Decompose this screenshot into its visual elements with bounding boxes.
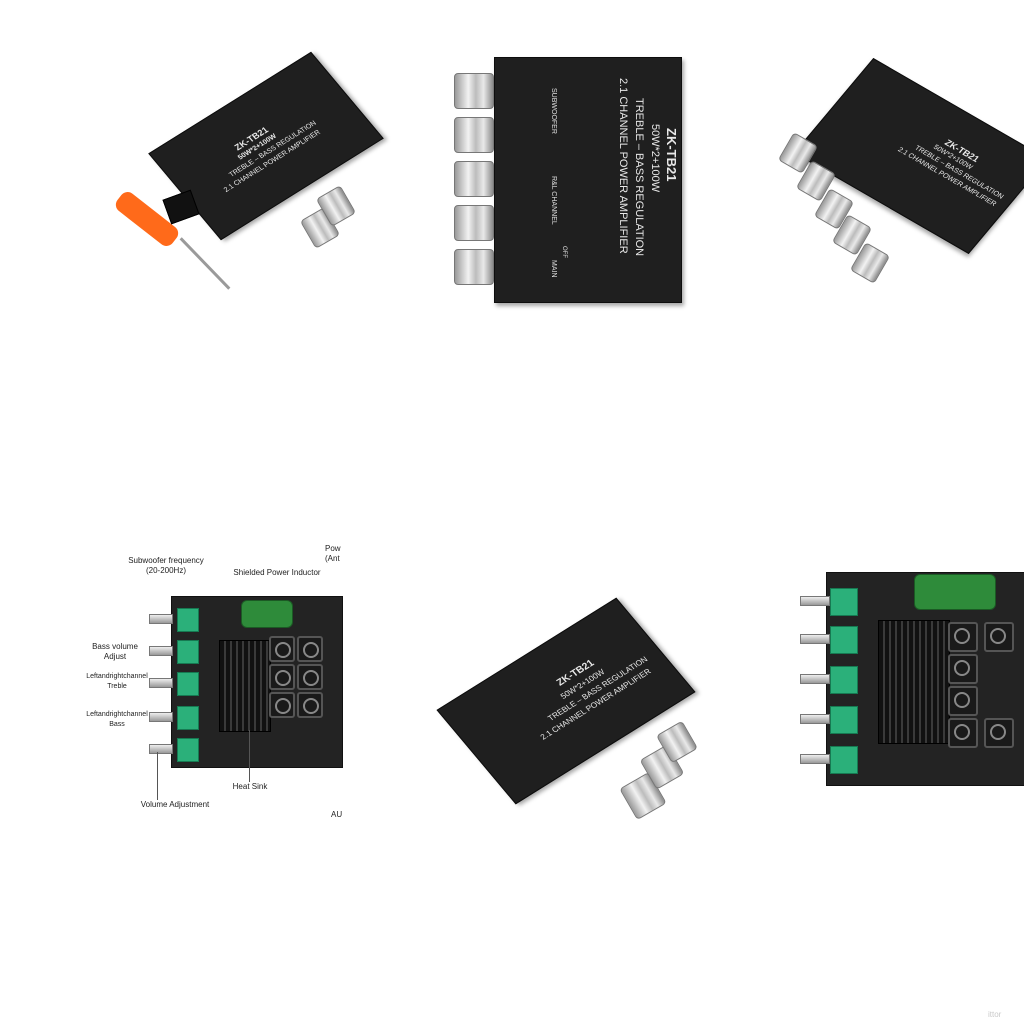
pot-shaft-1 [149, 614, 173, 624]
rl-channel-label: R&L CHANNEL [550, 176, 557, 225]
main-label: MAIN [550, 260, 557, 278]
front-panel-plate: ZK-TB21 50W*2+100W TREBLE – BASS REGULAT… [494, 57, 682, 303]
top-pot-1 [830, 588, 858, 616]
pot-shaft-4 [149, 712, 173, 722]
pot-shaft-2 [149, 646, 173, 656]
leader-line-heat-sink [249, 730, 250, 782]
top-shaft-1 [800, 596, 830, 606]
callout-au-partial: AU [331, 810, 343, 819]
inductor-3 [269, 664, 295, 690]
callout-volume-adjustment: Volume Adjustment [140, 800, 210, 809]
front-model-label: ZK-TB21 [664, 128, 679, 182]
top-heat-sink [878, 620, 950, 744]
top-shaft-5 [800, 754, 830, 764]
tile-amp-with-accessories: ZK-TB21 50W*2+100W TREBLE – BASS REGULAT… [100, 40, 384, 310]
callout-lr-bass: Leftandrightchannel Bass [86, 711, 148, 728]
front-type-label: 2.1 CHANNEL POWER AMPLIFIER [617, 78, 629, 254]
pot-5 [177, 738, 199, 762]
pot-3 [177, 672, 199, 696]
inductor-4 [297, 664, 323, 690]
pot-2 [177, 640, 199, 664]
top-capacitor [914, 574, 996, 610]
front-regulation-label: TREBLE – BASS REGULATION [633, 98, 645, 257]
tile-amp-angled-bottom: ZK-TB21 50W*2+100W TREBLE – BASS REGULAT… [436, 570, 698, 821]
top-inductor-6 [984, 718, 1014, 748]
callout-bass-volume: Bass volume Adjust [92, 642, 138, 661]
leader-line-volume [157, 752, 158, 800]
top-shaft-4 [800, 714, 830, 724]
inductor-2 [297, 636, 323, 662]
top-shaft-3 [800, 674, 830, 684]
front-knob-main [454, 249, 494, 285]
callout-lr-treble: Leftandrightchannel Treble [86, 673, 148, 690]
callout-subwoofer-frequency: Subwoofer frequency (20-200Hz) [128, 556, 204, 575]
inductor-5 [269, 692, 295, 718]
capacitor [241, 600, 293, 628]
tile-front-panel: ZK-TB21 50W*2+100W TREBLE – BASS REGULAT… [450, 55, 685, 305]
screwdriver-shaft [179, 237, 231, 290]
off-label: OFF [561, 246, 567, 258]
top-pot-4 [830, 706, 858, 734]
callout-power-partial: Pow (Ant [325, 544, 341, 563]
top-inductor-3 [948, 654, 978, 684]
top-inductor-1 [948, 622, 978, 652]
pot-1 [177, 608, 199, 632]
top-inductor-2 [984, 622, 1014, 652]
top-inductor-4 [948, 686, 978, 716]
top-pot-5 [830, 746, 858, 774]
watermark: ittor [988, 1010, 1002, 1019]
top-shaft-2 [800, 634, 830, 644]
front-power-label: 50W*2+100W [649, 124, 661, 193]
callout-shielded-inductor: Shielded Power Inductor [233, 568, 321, 577]
bottom-regulation-label: TREBLE – BASS REGULATION [546, 654, 650, 723]
pot-shaft-3 [149, 678, 173, 688]
subwoofer-label: SUBWOOFER [550, 88, 557, 134]
top-pot-2 [830, 626, 858, 654]
pot-4 [177, 706, 199, 730]
front-knob-sub-volume [454, 117, 494, 153]
top-pot-3 [830, 666, 858, 694]
tile-amp-angled-right: ZK-TB21 50W*2+100W TREBLE – BASS REGULAT… [777, 55, 1024, 285]
top-inductor-5 [948, 718, 978, 748]
front-knob-treble [454, 161, 494, 197]
front-knob-bass [454, 205, 494, 241]
heat-sink [219, 640, 271, 732]
inductor-6 [297, 692, 323, 718]
tile-pcb-top [796, 570, 1024, 790]
front-knob-freq [454, 73, 494, 109]
callout-heat-sink: Heat Sink [232, 782, 268, 791]
tile-annotated-pcb: Subwoofer frequency (20-200Hz) Shielded … [85, 540, 345, 820]
pot-shaft-5 [149, 744, 173, 754]
inductor-1 [269, 636, 295, 662]
